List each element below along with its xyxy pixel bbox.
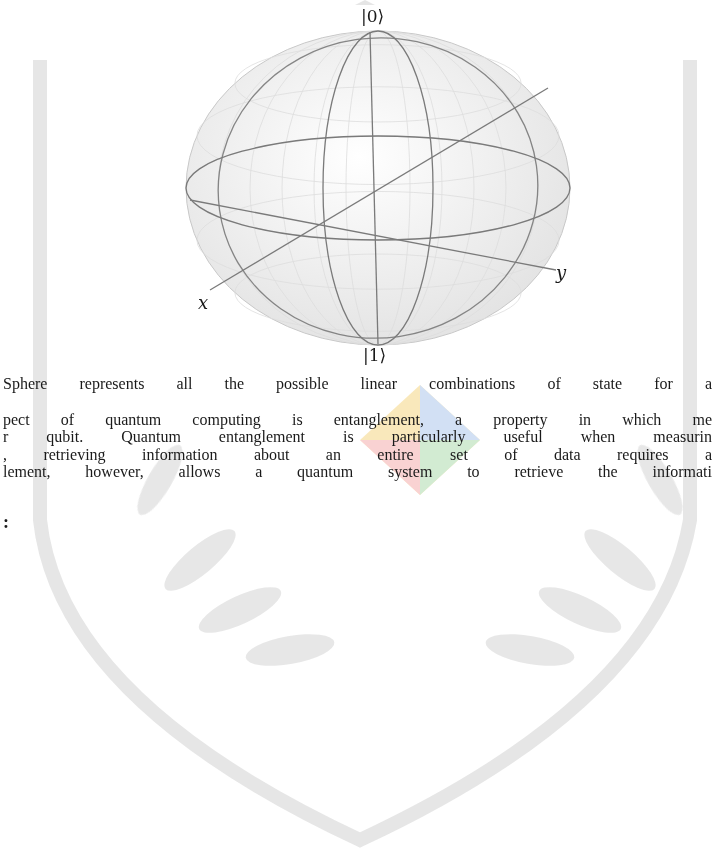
axis-label: x <box>198 292 208 313</box>
body-text: pect of quantum computing is entanglemen… <box>3 411 712 429</box>
axis-label: y <box>556 262 566 283</box>
body-text: Sphere represents all the possible linea… <box>3 375 712 393</box>
state-label: |0⟩ <box>361 6 384 26</box>
state-label: |1⟩ <box>363 345 386 365</box>
heading-text: : <box>3 512 9 533</box>
body-text: r qubit. Quantum entanglement is particu… <box>3 428 712 446</box>
body-text: , retrieving information about an entire… <box>3 446 712 464</box>
body-text: lement, however, allows a quantum system… <box>3 463 712 481</box>
